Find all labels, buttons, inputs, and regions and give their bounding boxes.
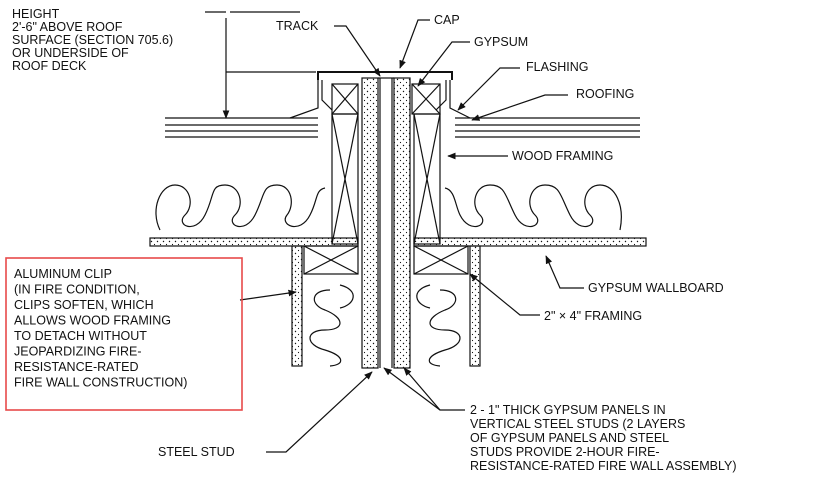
- height-dimension: [205, 11, 316, 119]
- label-aluminum-clip: ALUMINUM CLIP (IN FIRE CONDITION, CLIPS …: [14, 267, 187, 390]
- aluminum-clip-highlight-box: [5, 257, 243, 411]
- label-wood-framing: WOOD FRAMING: [512, 149, 613, 163]
- leader-lines: [239, 19, 584, 453]
- label-height: HEIGHT 2'-6" ABOVE ROOF SURFACE (SECTION…: [12, 7, 177, 73]
- insulation-lower: [309, 284, 461, 367]
- label-flashing: FLASHING: [526, 60, 589, 74]
- label-track: TRACK: [276, 19, 319, 33]
- label-steel-stud: STEEL STUD: [158, 445, 235, 459]
- insulation-upper: [155, 184, 622, 231]
- wood-framing-upper: [331, 113, 441, 245]
- ceiling-wallboard: [149, 237, 647, 247]
- roof-deck: [165, 80, 640, 138]
- label-framing-2x4: 2" × 4" FRAMING: [544, 309, 642, 323]
- label-gypsum-wallboard: GYPSUM WALLBOARD: [588, 281, 724, 295]
- gypsum-panels-core: [361, 77, 411, 369]
- label-gypsum-panels: 2 - 1" THICK GYPSUM PANELS IN VERTICAL S…: [470, 403, 737, 473]
- label-gypsum: GYPSUM: [474, 35, 528, 49]
- framing-2x4-lower: [291, 245, 481, 367]
- label-roofing: ROOFING: [576, 87, 634, 101]
- label-cap: CAP: [434, 13, 460, 27]
